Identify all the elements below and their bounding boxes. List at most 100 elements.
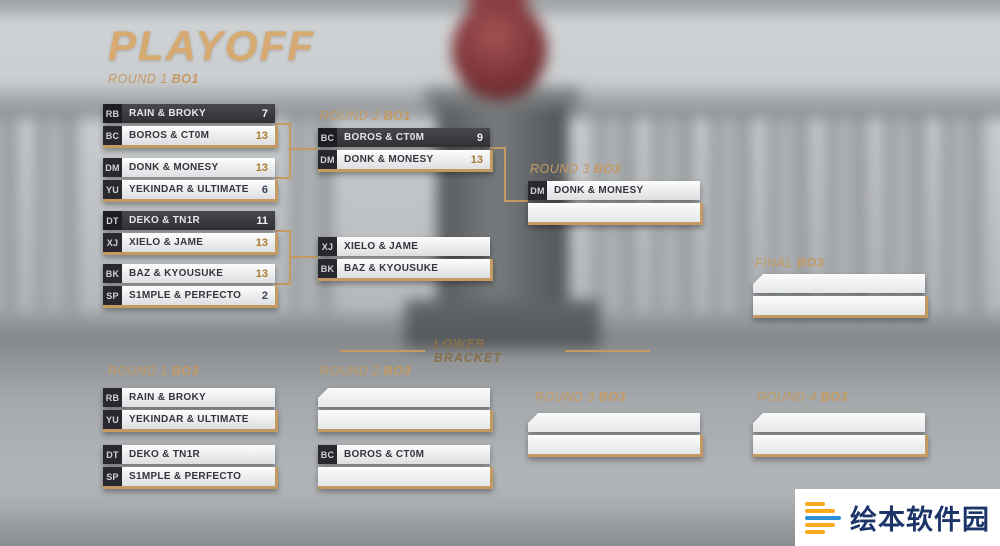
round-format: BO3	[820, 390, 848, 404]
team-name: DEKO & TN1R	[129, 215, 201, 226]
team-name: BOROS & CT0M	[344, 132, 425, 143]
team-name: XIELO & JAME	[344, 241, 419, 252]
team-name: BAZ & KYOUSUKE	[129, 268, 224, 279]
match-lower-r4-m1[interactable]	[753, 413, 928, 457]
match-lower-r1-m1[interactable]: RB RAIN & BROKY YU YEKINDAR & ULTIMATE	[103, 388, 278, 432]
team-tag: SP	[103, 467, 122, 486]
bracket-connector	[289, 148, 318, 150]
logo-bar	[805, 522, 835, 527]
team-name: BAZ & KYOUSUKE	[344, 263, 439, 274]
team-name: YEKINDAR & ULTIMATE	[129, 184, 249, 195]
match-upper-r2-m1[interactable]: BC BOROS & CT0M 9 DM DONK & MONESY 13	[318, 128, 493, 172]
team-name: RAIN & BROKY	[129, 392, 206, 403]
match-final[interactable]	[753, 274, 928, 318]
logo-bar	[805, 501, 825, 506]
match-row: DM DONK & MONESY 13	[103, 158, 275, 177]
team-name: DEKO & TN1R	[129, 449, 201, 460]
team-name: S1MPLE & PERFECTO	[129, 471, 242, 482]
empty-slot	[753, 274, 925, 293]
team-tag: BK	[318, 259, 337, 278]
team-name: S1MPLE & PERFECTO	[129, 290, 242, 301]
bracket-connector	[504, 200, 528, 202]
empty-slot	[753, 296, 925, 315]
team-score: 13	[470, 153, 483, 166]
team-name: DONK & MONESY	[344, 154, 434, 165]
team-name: DONK & MONESY	[554, 185, 644, 196]
logo-bar	[805, 508, 835, 513]
match-row: XJ XIELO & JAME 13	[103, 233, 275, 252]
round-name: ROUND 1	[108, 72, 168, 86]
team-name: BOROS & CT0M	[344, 449, 425, 460]
match-upper-r1-m3[interactable]: DT DEKO & TN1R 11 XJ XIELO & JAME 13	[103, 211, 278, 255]
bracket-connector	[275, 230, 291, 232]
match-row: DM DONK & MONESY 13	[318, 150, 490, 169]
bg-column	[709, 117, 751, 315]
team-tag: BC	[103, 126, 122, 145]
match-row: BK BAZ & KYOUSUKE	[318, 259, 490, 278]
match-row: BK BAZ & KYOUSUKE 13	[103, 264, 275, 283]
bracket-connector	[289, 256, 318, 258]
match-row: SP S1MPLE & PERFECTO	[103, 467, 275, 486]
match-row: RB RAIN & BROKY	[103, 388, 275, 407]
match-lower-r2-m2[interactable]: BC BOROS & CT0M	[318, 445, 493, 489]
team-score: 13	[255, 129, 268, 142]
match-upper-r3-m1[interactable]: DM DONK & MONESY	[528, 181, 703, 225]
team-tag: SP	[103, 286, 122, 305]
bracket-connector	[490, 147, 506, 149]
team-score: 11	[256, 214, 268, 227]
page-title: PLAYOFF	[108, 22, 315, 69]
bg-trophy-ball	[452, 0, 547, 100]
bracket-connector	[275, 123, 291, 125]
team-tag: BC	[318, 128, 337, 147]
team-score: 13	[255, 161, 268, 174]
round-name: ROUND 2	[320, 109, 380, 123]
empty-slot	[318, 467, 490, 486]
team-score: 6	[261, 183, 268, 196]
empty-slot	[528, 413, 700, 432]
empty-slot	[318, 388, 490, 407]
match-row: YU YEKINDAR & ULTIMATE	[103, 410, 275, 429]
round-format: BO3	[598, 390, 626, 404]
team-tag: DM	[318, 150, 337, 169]
bracket-connector	[275, 283, 291, 285]
team-name: YEKINDAR & ULTIMATE	[129, 414, 249, 425]
match-row: XJ XIELO & JAME	[318, 237, 490, 256]
match-row: SP S1MPLE & PERFECTO 2	[103, 286, 275, 305]
round-format: BO1	[383, 109, 411, 123]
match-upper-r1-m2[interactable]: DM DONK & MONESY 13 YU YEKINDAR & ULTIMA…	[103, 158, 278, 202]
round-format: BO3	[383, 364, 411, 378]
divider-line	[340, 350, 425, 352]
empty-slot	[753, 413, 925, 432]
match-upper-r2-m2[interactable]: XJ XIELO & JAME BK BAZ & KYOUSUKE	[318, 237, 493, 281]
match-row: RB RAIN & BROKY 7	[103, 104, 275, 123]
team-score: 13	[255, 236, 268, 249]
match-lower-r2-m1[interactable]	[318, 388, 493, 432]
bg-column	[35, 117, 77, 315]
team-tag: YU	[103, 410, 122, 429]
empty-slot	[318, 410, 490, 429]
match-lower-r1-m2[interactable]: DT DEKO & TN1R SP S1MPLE & PERFECTO	[103, 445, 278, 489]
round-name: FINAL	[755, 256, 793, 270]
round-name: ROUND 2	[320, 364, 380, 378]
team-tag: BK	[103, 264, 122, 283]
match-row: BC BOROS & CT0M	[318, 445, 490, 464]
match-upper-r1-m1[interactable]: RB RAIN & BROKY 7 BC BOROS & CT0M 13	[103, 104, 278, 148]
divider-line	[565, 350, 651, 352]
match-upper-r1-m4[interactable]: BK BAZ & KYOUSUKE 13 SP S1MPLE & PERFECT…	[103, 264, 278, 308]
team-tag: DM	[528, 181, 547, 200]
round-format: BO1	[171, 72, 199, 86]
team-tag: YU	[103, 180, 122, 199]
match-lower-r3-m1[interactable]	[528, 413, 703, 457]
round-format: BO3	[593, 162, 621, 176]
bg-pedestal-base	[405, 300, 600, 348]
round-name: ROUND 3	[535, 390, 595, 404]
watermark-logo-icon	[805, 500, 841, 536]
